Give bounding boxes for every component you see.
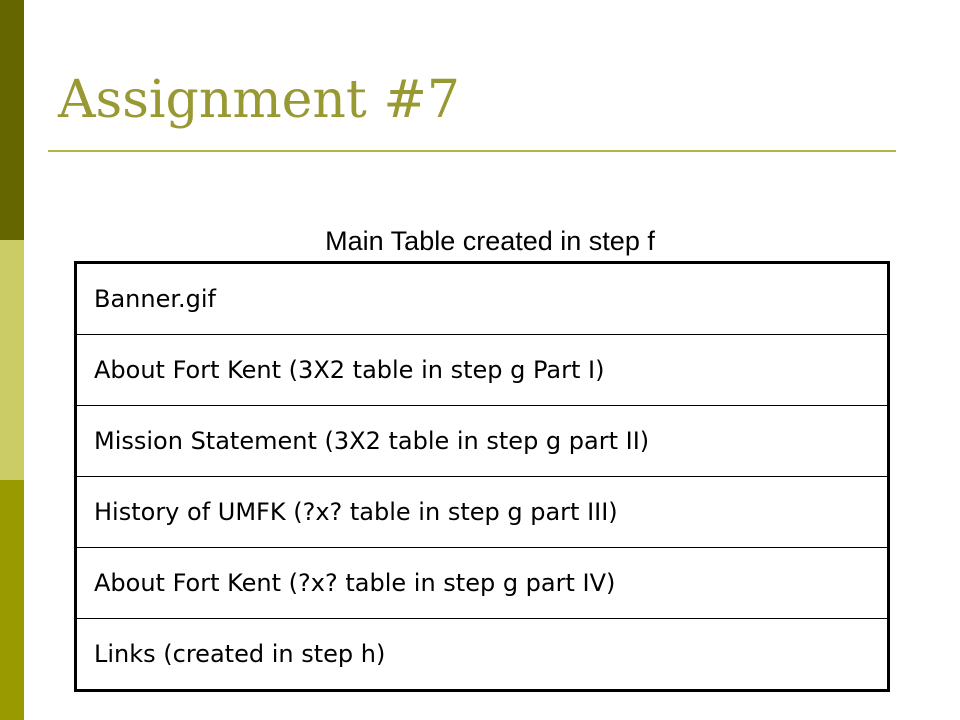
table-cell: Mission Statement (3X2 table in step g p… — [75, 405, 889, 477]
table-row: Mission Statement (3X2 table in step g p… — [75, 405, 889, 477]
table-cell: Banner.gif — [94, 285, 217, 313]
table-row: About Fort Kent (?x? table in step g par… — [75, 547, 889, 619]
table-cell: Links (created in step h) — [75, 618, 889, 691]
sidebar-segment-mid — [0, 480, 24, 720]
table-row: Links (created in step h) — [75, 618, 889, 691]
table-cell: About Fort Kent (3X2 table in step g Par… — [75, 334, 889, 406]
sidebar-segment-light — [0, 240, 24, 480]
table-caption: Main Table created in step f — [325, 226, 655, 256]
main-table: Banner.gif About Fort Kent (3X2 table in… — [74, 261, 890, 692]
table-row: Banner.gif — [76, 263, 889, 335]
table-row: About Fort Kent (3X2 table in step g Par… — [75, 334, 889, 406]
table-row: History of UMFK (?x? table in step g par… — [75, 476, 889, 548]
table-cell: About Fort Kent (?x? table in step g par… — [75, 547, 889, 619]
title-divider — [48, 150, 896, 152]
slide-title: Assignment #7 — [58, 70, 460, 130]
table-cell: History of UMFK (?x? table in step g par… — [75, 476, 889, 548]
sidebar-segment-dark — [0, 0, 24, 240]
